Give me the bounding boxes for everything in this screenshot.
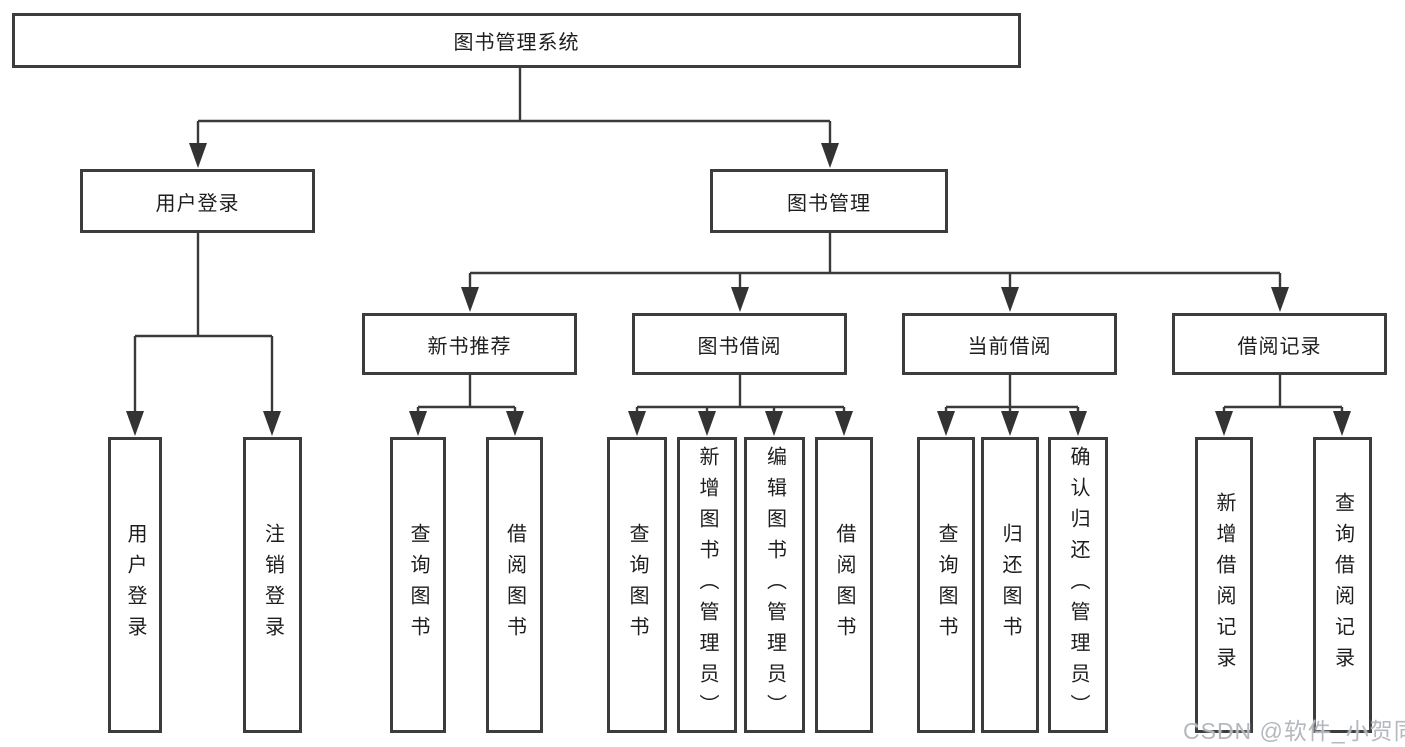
leaf-borrowing-query-label: 查询图书 [626, 523, 648, 647]
node-borrowing-records: 借阅记录 [1172, 313, 1387, 375]
node-root-label: 图书管理系统 [453, 32, 580, 54]
leaf-current-query-label: 查询图书 [935, 523, 957, 647]
node-new-book-recommend-label: 新书推荐 [427, 335, 512, 358]
node-current-borrowing: 当前借阅 [902, 313, 1117, 375]
leaf-current-query: 查询图书 [917, 437, 975, 733]
leaf-borrowing-borrow-label: 借阅图书 [833, 523, 855, 647]
leaf-current-confirm-admin-label: 确认归还（管理员） [1067, 445, 1089, 725]
leaf-current-confirm-admin: 确认归还（管理员） [1048, 437, 1108, 733]
leaf-newbooks-query: 查询图书 [390, 437, 446, 733]
node-book-borrowing-label: 图书借阅 [697, 335, 782, 358]
leaf-records-add: 新增借阅记录 [1195, 437, 1253, 733]
leaf-current-return-label: 归还图书 [999, 523, 1021, 647]
leaf-records-query: 查询借阅记录 [1313, 437, 1372, 733]
leaf-logout: 注销登录 [243, 437, 302, 733]
arrowhead-icons [126, 143, 1351, 436]
node-current-borrowing-label: 当前借阅 [967, 335, 1052, 358]
leaf-newbooks-borrow: 借阅图书 [486, 437, 543, 733]
leaf-user-login-label: 用户登录 [124, 523, 146, 647]
leaf-newbooks-query-label: 查询图书 [407, 523, 429, 647]
node-book-management: 图书管理 [710, 169, 948, 233]
leaf-borrowing-edit-admin: 编辑图书（管理员） [744, 437, 805, 733]
node-root: 图书管理系统 [12, 13, 1021, 68]
node-user-login: 用户登录 [80, 169, 315, 233]
leaf-borrowing-edit-admin-label: 编辑图书（管理员） [763, 445, 786, 725]
node-borrowing-records-label: 借阅记录 [1237, 335, 1322, 358]
leaf-borrowing-add-admin: 新增图书（管理员） [677, 437, 737, 733]
leaf-borrowing-query: 查询图书 [607, 437, 667, 733]
leaf-records-query-label: 查询借阅记录 [1331, 492, 1354, 678]
leaf-user-login: 用户登录 [108, 437, 162, 733]
node-book-management-label: 图书管理 [787, 192, 871, 215]
leaf-records-add-label: 新增借阅记录 [1213, 492, 1235, 678]
leaf-logout-label: 注销登录 [261, 523, 284, 647]
leaf-borrowing-borrow: 借阅图书 [815, 437, 873, 733]
leaf-borrowing-add-admin-label: 新增图书（管理员） [696, 445, 718, 725]
node-new-book-recommend: 新书推荐 [362, 313, 577, 375]
node-user-login-label: 用户登录 [155, 192, 240, 215]
leaf-current-return: 归还图书 [981, 437, 1039, 733]
csdn-watermark: CSDN @软件_小贺同学 [1183, 718, 1405, 744]
leaf-newbooks-borrow-label: 借阅图书 [503, 523, 526, 647]
node-book-borrowing: 图书借阅 [632, 313, 847, 375]
